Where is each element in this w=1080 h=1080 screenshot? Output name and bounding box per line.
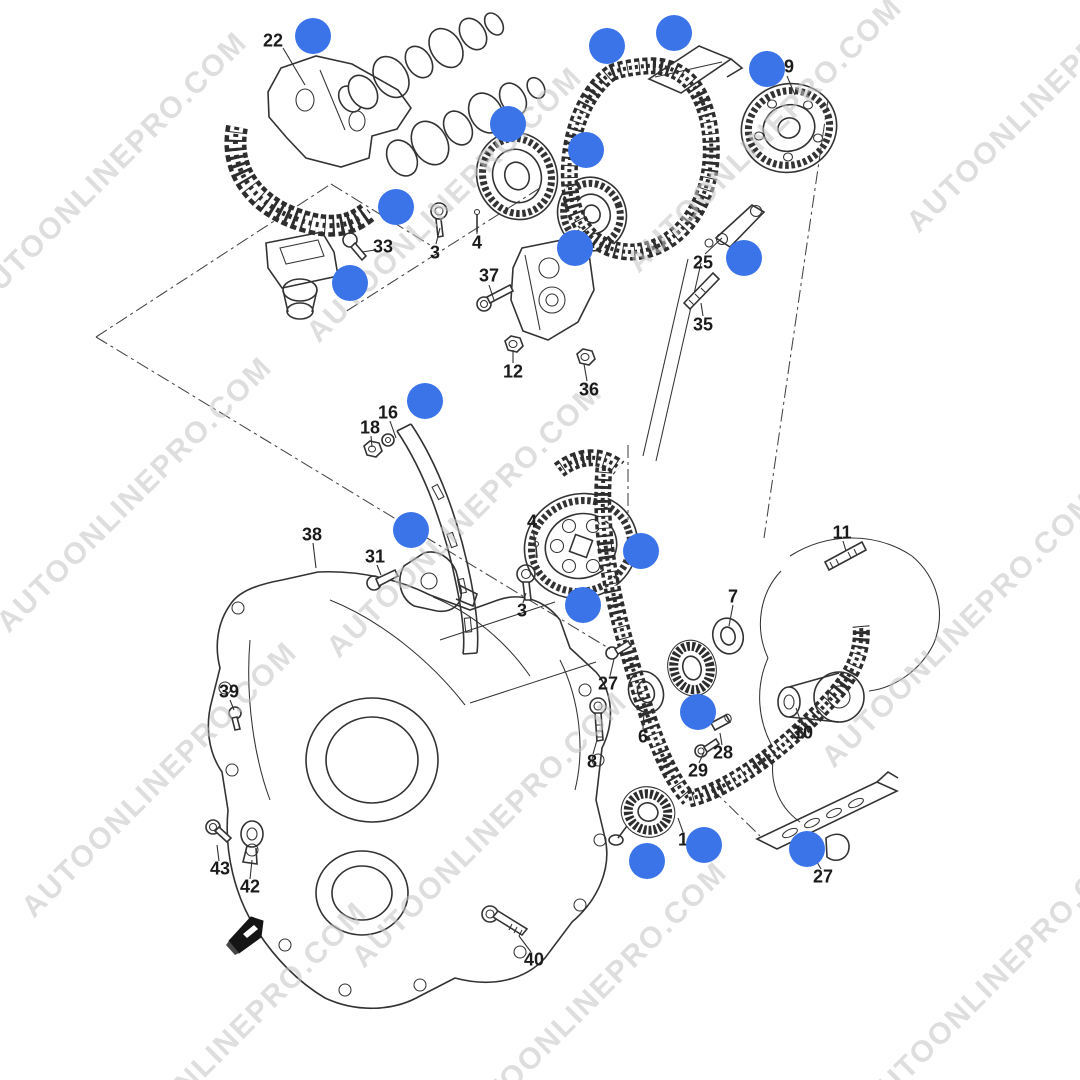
small-hardware xyxy=(205,202,868,937)
direction-arrow-part xyxy=(226,916,264,955)
highlight-dot[interactable] xyxy=(490,106,526,142)
highlight-dot[interactable] xyxy=(629,843,665,879)
highlight-dot[interactable] xyxy=(332,265,368,301)
highlight-dot[interactable] xyxy=(378,189,414,225)
highlight-dot[interactable] xyxy=(726,240,762,276)
highlight-dot[interactable] xyxy=(557,230,593,266)
timing-cover xyxy=(207,570,612,1010)
bracket-22 xyxy=(265,55,412,320)
chain-cover-arm xyxy=(759,537,940,823)
chain-guides xyxy=(396,45,899,861)
leader-lines xyxy=(216,47,847,953)
highlight-dot[interactable] xyxy=(686,827,722,863)
highlight-dot[interactable] xyxy=(623,533,659,569)
camshafts xyxy=(337,12,546,177)
highlight-dot[interactable] xyxy=(656,15,692,51)
highlight-dot[interactable] xyxy=(393,512,429,548)
highlight-dot[interactable] xyxy=(565,587,601,623)
tensioner-31 xyxy=(399,551,478,613)
highlight-dot[interactable] xyxy=(680,694,716,730)
highlight-dot[interactable] xyxy=(295,18,331,54)
highlight-dot[interactable] xyxy=(589,28,625,64)
highlight-dot[interactable] xyxy=(568,132,604,168)
highlight-dot[interactable] xyxy=(789,831,825,867)
highlight-dot[interactable] xyxy=(407,383,443,419)
timing-chains xyxy=(224,57,870,808)
highlight-dot[interactable] xyxy=(749,51,785,87)
